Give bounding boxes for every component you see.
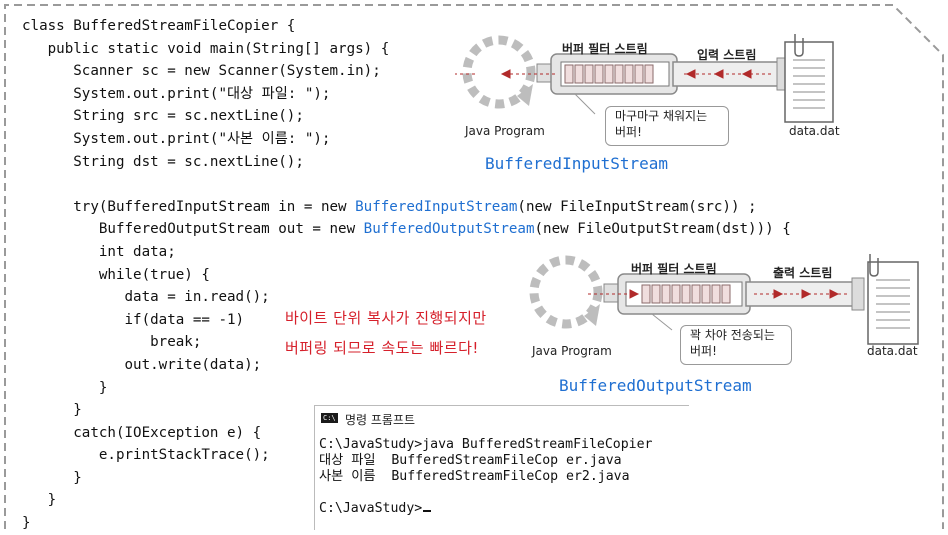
- code-line: [22, 173, 791, 196]
- code-line: System.out.print("사본 이름: ");: [22, 130, 331, 147]
- command-prompt-window: C:\ 명령 프롬프트 C:\JavaStudy>java BufferedSt…: [314, 405, 689, 530]
- code-line: public static void main(String[] args) {: [22, 40, 390, 57]
- code-line: class BufferedStreamFileCopier {: [22, 18, 296, 34]
- code-text: try(BufferedInputStream in = new: [22, 198, 356, 215]
- code-line: out.write(data);: [22, 356, 262, 373]
- code-line: }: [22, 515, 31, 532]
- code-line: String dst = sc.nextLine();: [22, 153, 304, 170]
- code-text: BufferedOutputStream out = new: [22, 221, 364, 238]
- code-line: }: [22, 402, 82, 419]
- code-line: e.printStackTrace();: [22, 447, 270, 464]
- code-text: (new FileInputStream(src)) ;: [517, 198, 757, 215]
- console-prompt-line[interactable]: C:\JavaStudy>: [319, 501, 432, 517]
- code-line: }: [22, 379, 108, 396]
- code-line: data = in.read();: [22, 289, 270, 306]
- code-text: (new FileOutputStream(dst))) {: [534, 221, 791, 238]
- code-line: }: [22, 469, 82, 486]
- note-line-1: 바이트 단위 복사가 진행되지만: [285, 309, 487, 327]
- console-app-icon: C:\: [321, 413, 338, 423]
- console-line-2: 대상 파일 BufferedStreamFileCop er.java: [319, 453, 622, 468]
- code-line: Scanner sc = new Scanner(System.in);: [22, 63, 381, 80]
- console-titlebar: C:\ 명령 프롬프트: [315, 406, 689, 432]
- code-line: break;: [22, 334, 202, 351]
- code-line: if(data == -1): [22, 311, 245, 328]
- code-line: System.out.print("대상 파일: ");: [22, 85, 331, 102]
- code-line: try(BufferedInputStream in = new Buffere…: [22, 196, 791, 219]
- console-line-3: 사본 이름 BufferedStreamFileCop er2.java: [319, 469, 630, 484]
- code-line: int data;: [22, 243, 176, 260]
- code-line: while(true) {: [22, 266, 210, 283]
- console-title: 명령 프롬프트: [345, 413, 416, 427]
- code-line: BufferedOutputStream out = new BufferedO…: [22, 218, 791, 241]
- text-cursor: [423, 510, 432, 512]
- note-line-2: 버퍼링 되므로 속도는 빠르다!: [285, 339, 479, 357]
- code-line: }: [22, 492, 57, 509]
- code-class-highlight: BufferedInputStream: [355, 198, 518, 215]
- console-prompt: C:\JavaStudy>: [319, 501, 423, 516]
- code-line: String src = sc.nextLine();: [22, 108, 304, 125]
- code-class-highlight: BufferedOutputStream: [363, 221, 535, 238]
- console-line-1: C:\JavaStudy>java BufferedStreamFileCopi…: [319, 437, 653, 452]
- code-line: catch(IOException e) {: [22, 424, 262, 441]
- code-listing: class BufferedStreamFileCopier { public …: [22, 15, 791, 535]
